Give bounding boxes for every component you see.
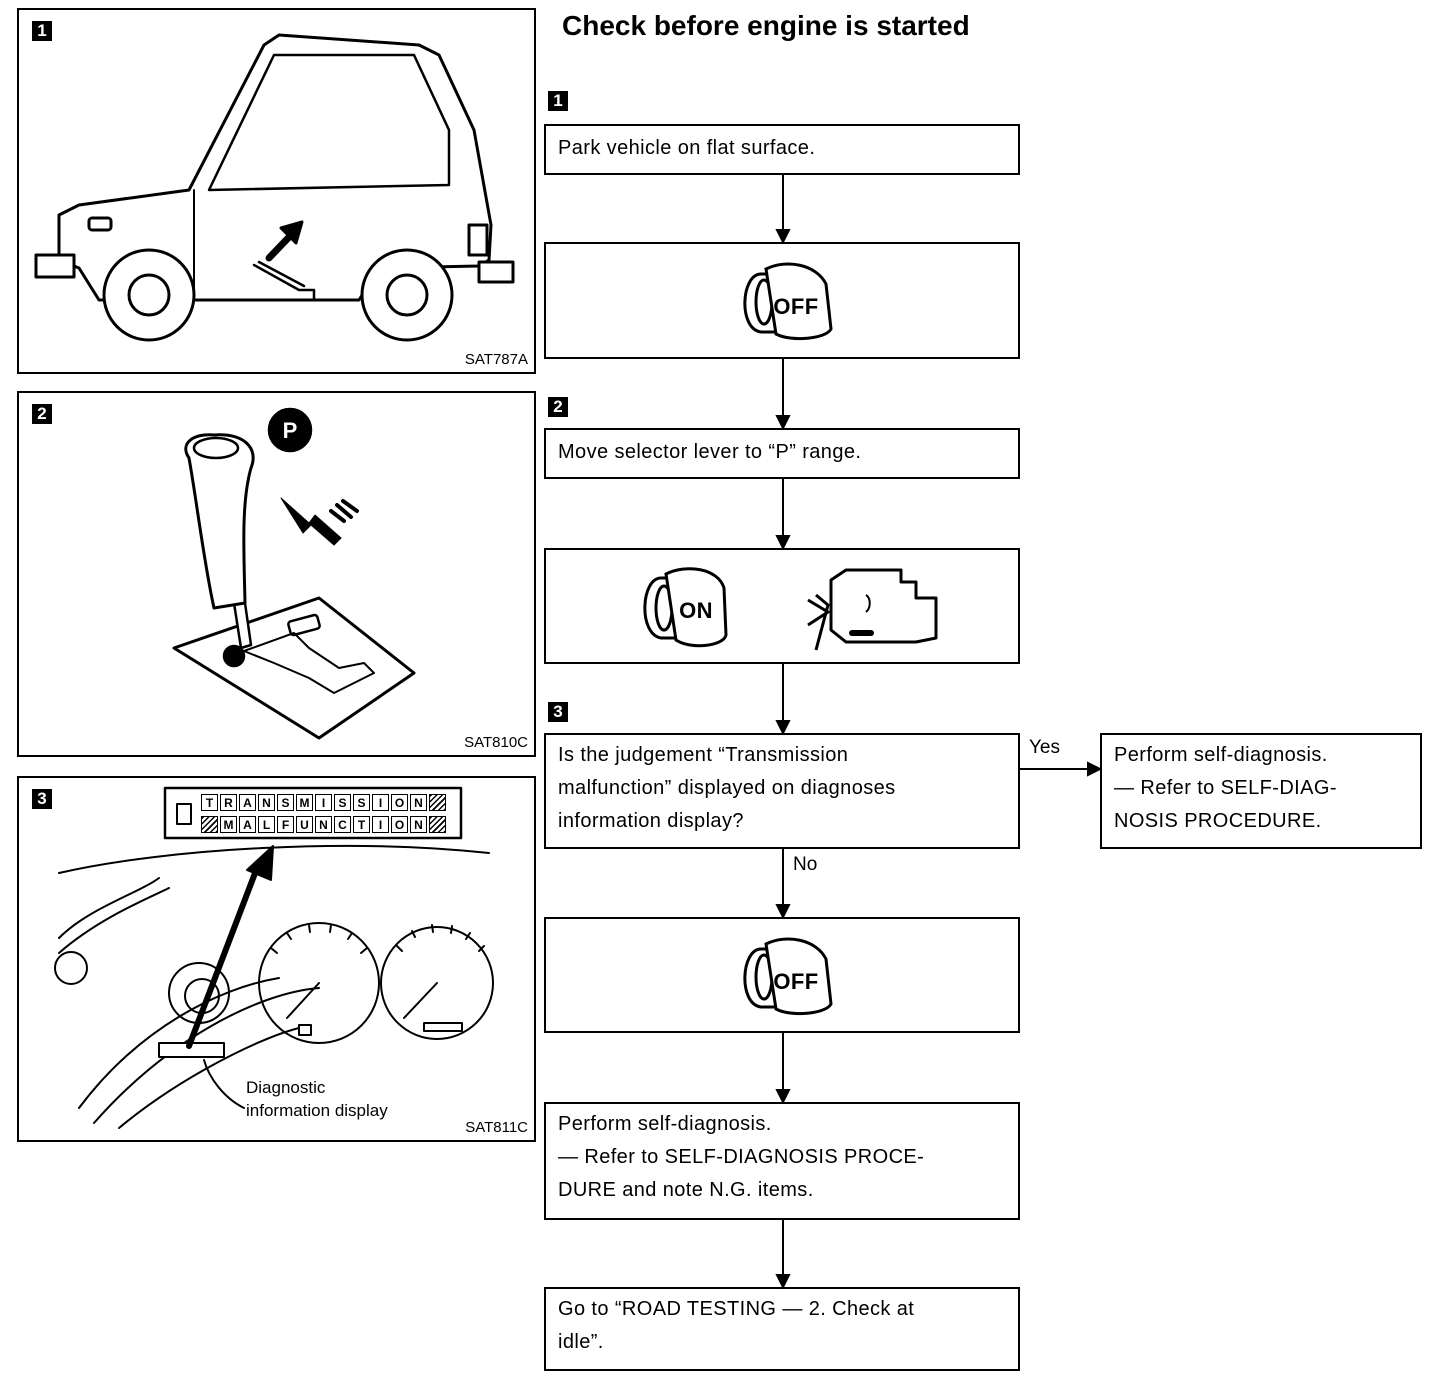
range-p-symbol: P [283,418,298,443]
callout-label-line2: information display [246,1101,388,1120]
step-text-line2: — Refer to SELF-DIAGNOSIS PROCE- [558,1146,925,1168]
display-blank-cell [429,794,446,811]
display-letter-cell: S [334,794,351,811]
key-on-label: ON [679,598,713,623]
step-box-park-vehicle: Park vehicle on flat surface. [544,124,1020,175]
display-blank-cell [429,816,446,833]
parked-car-illustration [34,33,515,342]
yes-text-line2: — Refer to SELF-DIAG- [1114,777,1337,799]
ignition-key-on-icon: ON [643,567,728,648]
no-label: No [793,854,818,875]
step-text: Park vehicle on flat surface. [558,137,816,159]
ignition-off-box-2: OFF [544,917,1020,1033]
display-letter-cell: N [410,794,427,811]
display-letter-cell: N [258,794,275,811]
decision-text-line3: information display? [558,810,744,832]
step-text-line1: Go to “ROAD TESTING — 2. Check at [558,1298,915,1320]
figure-code: SAT787A [464,351,528,368]
step-text: Move selector lever to “P” range. [558,441,862,463]
step-text-line2: idle”. [558,1331,604,1353]
display-letter-cell: S [353,794,370,811]
ignition-off-box: OFF [544,242,1020,359]
step-badge: 2 [548,397,568,417]
decision-text-line1: Is the judgement “Transmission [558,744,849,766]
display-letter-cell: S [277,794,294,811]
decision-text-line2: malfunction” displayed on diagnoses [558,777,896,799]
key-off-label: OFF [773,294,818,319]
ignition-key-off-icon: OFF [743,937,833,1016]
selector-lever-illustration: P [172,407,416,740]
ignition-on-engine-box: ON [544,548,1020,664]
display-letter-cell: N [315,816,332,833]
decision-box-malfunction: Is the judgement “Transmission malfuncti… [544,733,1020,849]
display-letter-cell: A [239,816,256,833]
yes-text-line1: Perform self-diagnosis. [1114,744,1328,766]
display-letter-cell: O [391,816,408,833]
display-letter-cell: O [391,794,408,811]
engine-running-icon [807,568,938,651]
display-letter-cell: M [296,794,313,811]
display-letter-cell: I [315,794,332,811]
display-letter-cell: I [372,794,389,811]
display-letter-cell: I [372,816,389,833]
figure-code: SAT810C [464,734,528,751]
step-box-road-testing: Go to “ROAD TESTING — 2. Check at idle”. [544,1287,1020,1371]
ignition-key-off-icon: OFF [743,262,833,341]
display-letter-cell: F [277,816,294,833]
step-box-self-diagnosis: Perform self-diagnosis. — Refer to SELF-… [544,1102,1020,1220]
illustration-panel-selector: 2 P SAT810C [17,391,536,757]
display-letter-cell: L [258,816,275,833]
step-text-line1: Perform self-diagnosis. [558,1113,772,1135]
page-title: Check before engine is started [562,10,970,41]
display-letter-cell: M [220,816,237,833]
step-badge: 3 [548,702,568,722]
figure-code: SAT811C [465,1119,528,1136]
display-blank-cell [201,816,218,833]
step-badge: 2 [32,404,52,424]
display-letter-cell: R [220,794,237,811]
step-box-selector-p: Move selector lever to “P” range. [544,428,1020,479]
step-badge: 3 [32,789,52,809]
callout-label-line1: Diagnostic [246,1078,326,1097]
yes-text-line3: NOSIS PROCEDURE. [1114,810,1322,832]
display-letter-cell: C [334,816,351,833]
display-letter-cell: U [296,816,313,833]
illustration-panel-park: 1 SAT787A [17,8,536,374]
display-letter-cell: A [239,794,256,811]
step-badge: 1 [548,91,568,111]
display-letter-cell: N [410,816,427,833]
display-letter-cell: T [201,794,218,811]
instrument-cluster-illustration [54,786,494,1129]
yes-result-box: Perform self-diagnosis. — Refer to SELF-… [1100,733,1422,849]
yes-label: Yes [1029,737,1060,758]
key-off-label: OFF [773,969,818,994]
display-letter-cell: T [353,816,370,833]
step-text-line3: DURE and note N.G. items. [558,1179,814,1201]
step-badge: 1 [32,21,52,41]
